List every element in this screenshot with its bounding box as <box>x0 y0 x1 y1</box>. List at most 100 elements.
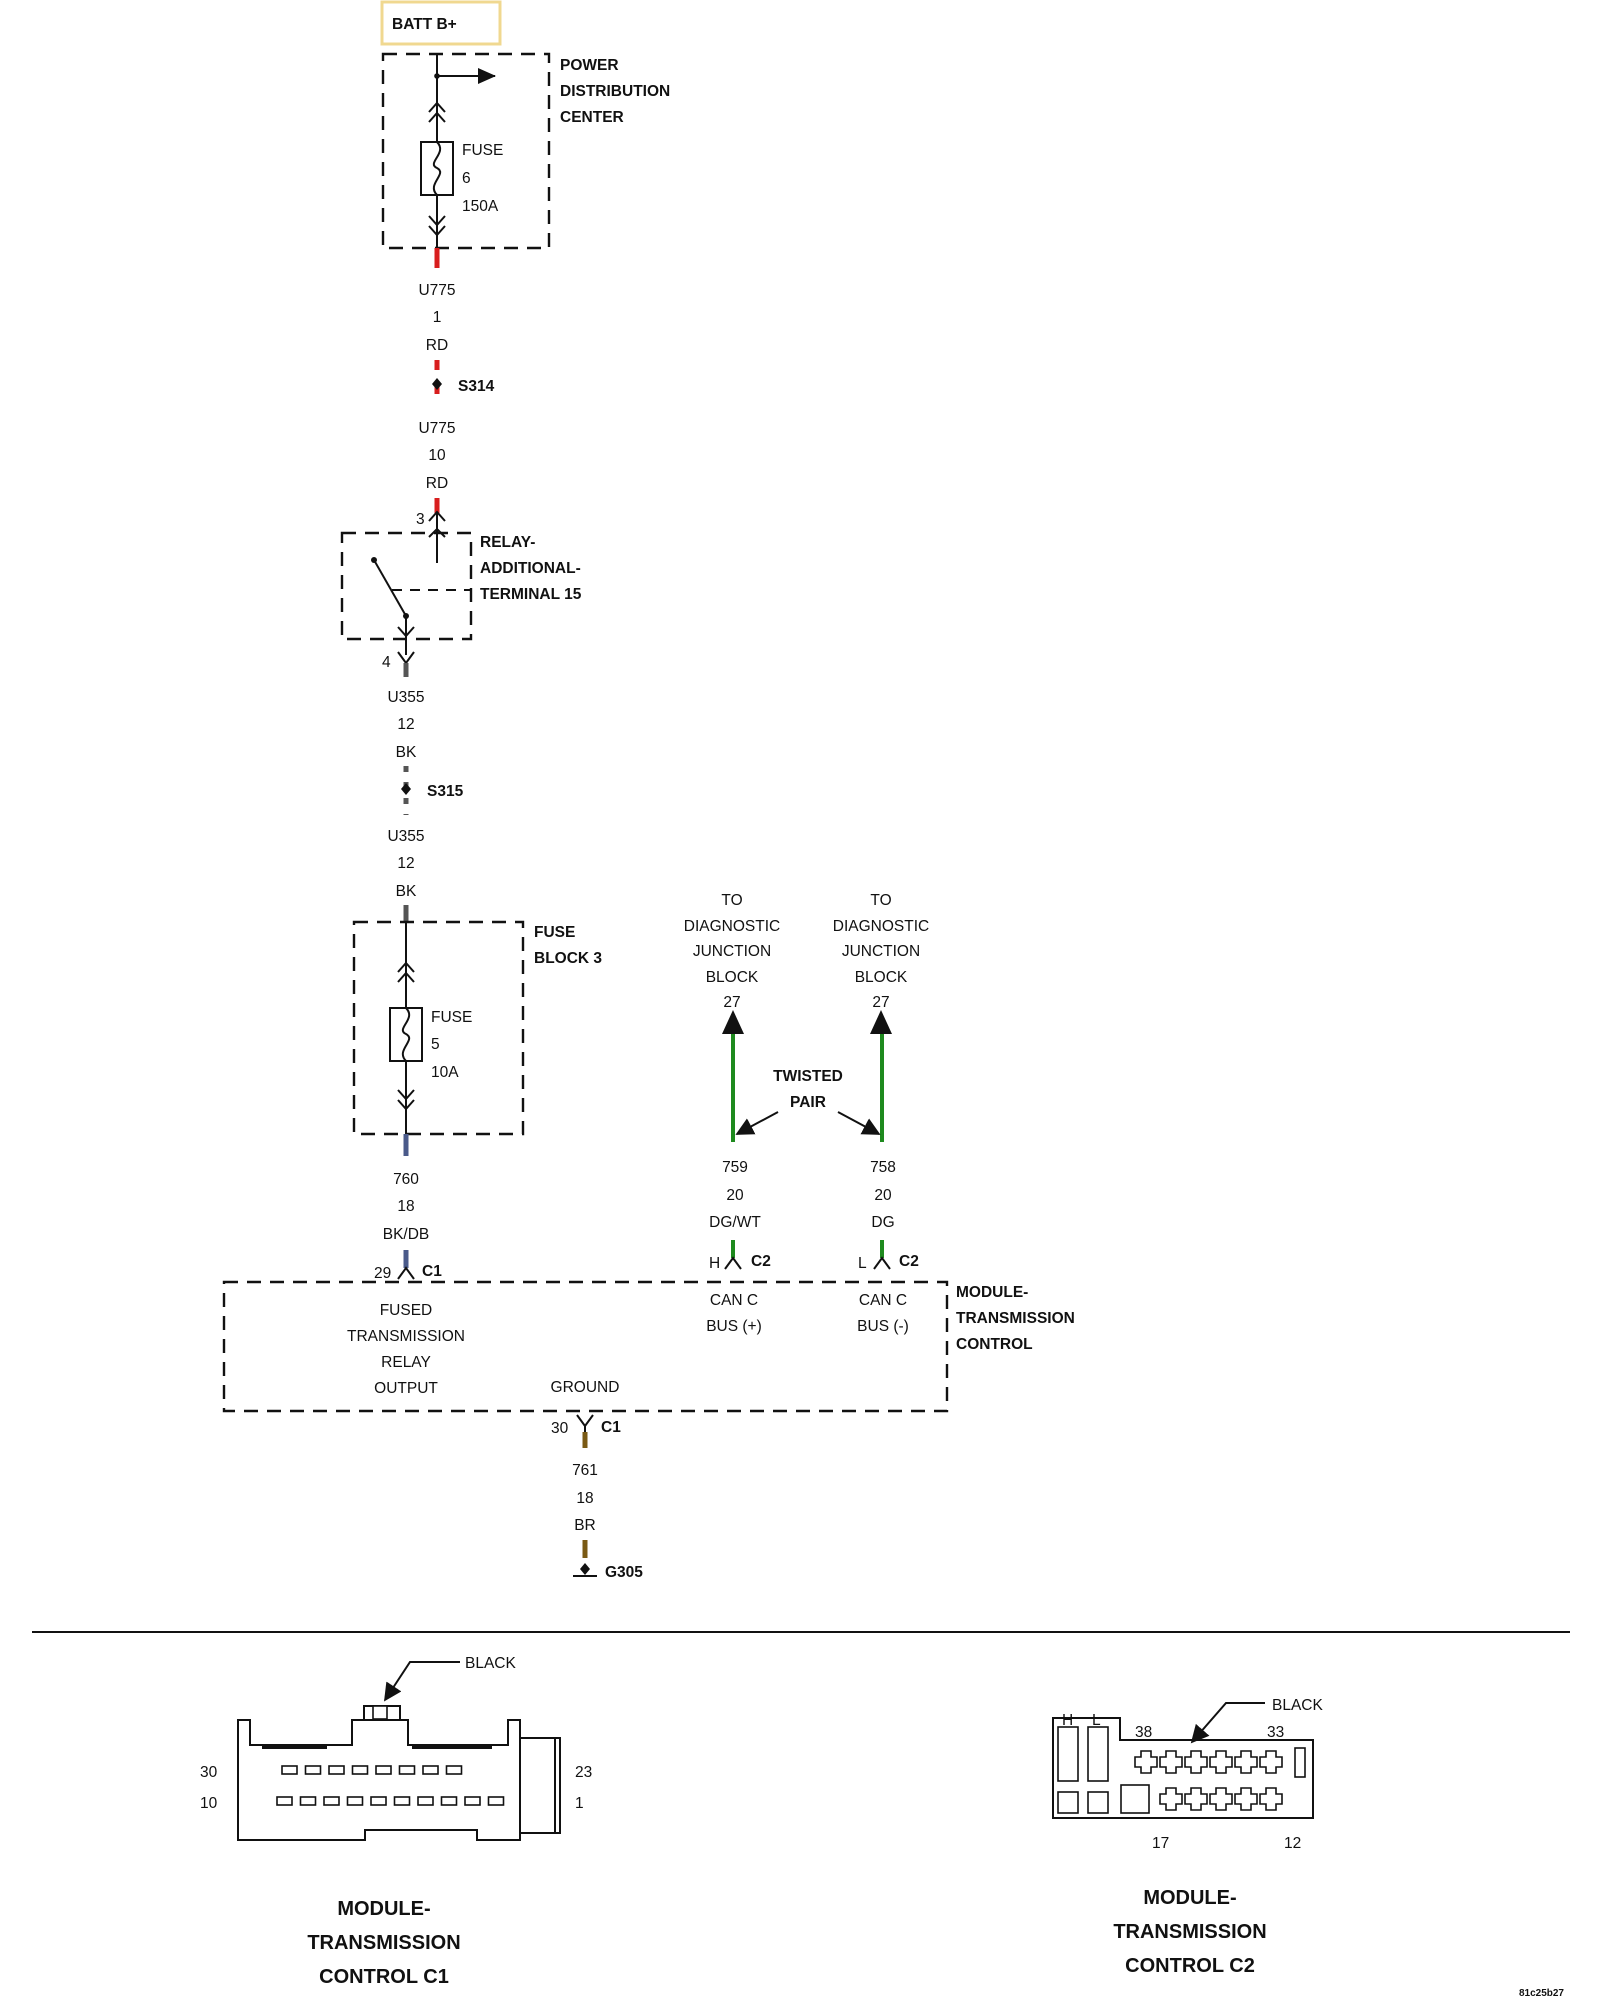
splice-s314: S314 <box>432 378 495 395</box>
svg-text:BUS (+): BUS (+) <box>706 1318 762 1335</box>
svg-text:10A: 10A <box>431 1064 459 1081</box>
pin-cavity <box>487 1796 505 1806</box>
pin-cavity <box>1134 1750 1158 1774</box>
svg-text:U775: U775 <box>418 282 455 299</box>
module-transmission-control: FUSED TRANSMISSION RELAY OUTPUT GROUND C… <box>222 1280 1075 1413</box>
svg-text:JUNCTION: JUNCTION <box>693 943 771 960</box>
svg-text:TERMINAL 15: TERMINAL 15 <box>480 586 582 603</box>
svg-text:DIAGNOSTIC: DIAGNOSTIC <box>684 918 780 935</box>
fuse-6: FUSE 6 150A <box>420 141 503 215</box>
svg-text:17: 17 <box>1152 1835 1169 1852</box>
fuse-5: FUSE 5 10A <box>389 1007 472 1081</box>
connector-chevron-icon <box>428 101 446 123</box>
svg-text:TRANSMISSION: TRANSMISSION <box>307 1932 460 1954</box>
wire-u355-label-a: U355 12 BK <box>387 689 424 761</box>
svg-text:S315: S315 <box>427 783 464 800</box>
svg-text:RD: RD <box>426 475 448 492</box>
svg-text:4: 4 <box>382 654 391 671</box>
document-id: 81c25b27 <box>1519 1988 1564 1999</box>
svg-text:760: 760 <box>393 1171 419 1188</box>
pin-cavity <box>370 1796 387 1806</box>
svg-text:H: H <box>709 1255 720 1272</box>
svg-text:H: H <box>1062 1712 1073 1729</box>
svg-text:BUS (-): BUS (-) <box>857 1318 909 1335</box>
ground-g305: G305 <box>573 1563 643 1581</box>
pin-cavity <box>1259 1750 1283 1774</box>
wire-759-label: 759 20 DG/WT <box>709 1159 761 1231</box>
arrow-up-icon <box>870 1010 892 1034</box>
pin-cavity <box>398 1765 416 1775</box>
svg-text:GROUND: GROUND <box>551 1379 620 1396</box>
pin-cavity <box>299 1796 317 1806</box>
wire-u775-label-b: U775 10 RD <box>418 420 455 492</box>
pin-cavity <box>281 1765 298 1775</box>
svg-text:U355: U355 <box>387 689 424 706</box>
svg-text:BATT B+: BATT B+ <box>392 16 457 33</box>
pin-cavity <box>328 1765 345 1775</box>
power-distribution-center: POWER DISTRIBUTION CENTER FUSE 6 150A <box>381 52 670 250</box>
pin-cavity <box>1234 1750 1258 1774</box>
pin-cavity <box>351 1765 369 1775</box>
pin-cavity <box>393 1796 411 1806</box>
svg-text:12: 12 <box>397 716 414 733</box>
pdc-label-line3: CENTER <box>560 109 624 126</box>
twisted-pair-callout: TWISTED PAIR <box>735 1068 881 1135</box>
svg-text:FUSED: FUSED <box>380 1302 433 1319</box>
svg-text:BK/DB: BK/DB <box>383 1226 430 1243</box>
svg-text:JUNCTION: JUNCTION <box>842 943 920 960</box>
svg-text:FUSE: FUSE <box>431 1009 472 1026</box>
pin-cavity <box>375 1765 392 1775</box>
svg-text:MODULE-: MODULE- <box>956 1284 1028 1301</box>
svg-text:S314: S314 <box>458 378 495 395</box>
fuse-element-icon <box>432 141 442 196</box>
pin-cavity <box>276 1796 293 1806</box>
svg-text:ADDITIONAL-: ADDITIONAL- <box>480 560 581 577</box>
pin-cavity <box>1159 1750 1183 1774</box>
svg-text:1: 1 <box>575 1795 584 1812</box>
arrow-up-icon <box>722 1010 744 1034</box>
svg-text:DG: DG <box>871 1214 894 1231</box>
svg-text:20: 20 <box>726 1187 744 1204</box>
svg-text:759: 759 <box>722 1159 748 1176</box>
pin-cavity <box>422 1765 439 1775</box>
connector-chevron-icon <box>873 1256 891 1270</box>
pin-cavity <box>440 1796 458 1806</box>
pin-cavity <box>1209 1750 1233 1774</box>
wire-758-label: 758 20 DG <box>870 1159 896 1231</box>
svg-text:U775: U775 <box>418 420 455 437</box>
svg-text:18: 18 <box>576 1490 593 1507</box>
splice-s315: S315 <box>401 783 464 800</box>
svg-text:L: L <box>1092 1712 1101 1729</box>
svg-text:18: 18 <box>397 1198 414 1215</box>
svg-text:L: L <box>858 1255 867 1272</box>
c2-bottom-pin-row <box>1159 1787 1283 1811</box>
diagnostic-junction-right: TO DIAGNOSTIC JUNCTION BLOCK 27 <box>833 892 929 1034</box>
svg-text:BR: BR <box>574 1517 596 1534</box>
svg-text:27: 27 <box>872 994 889 1011</box>
pin-cavity <box>1259 1787 1283 1811</box>
c2-color-callout <box>1190 1702 1265 1744</box>
pin-cavity <box>1184 1750 1208 1774</box>
svg-text:33: 33 <box>1267 1724 1284 1741</box>
svg-text:10: 10 <box>200 1795 218 1812</box>
svg-text:30: 30 <box>200 1764 218 1781</box>
svg-text:BLOCK: BLOCK <box>855 969 908 986</box>
svg-text:BK: BK <box>396 883 417 900</box>
svg-text:TRANSMISSION: TRANSMISSION <box>347 1328 465 1345</box>
svg-text:C2: C2 <box>899 1253 919 1270</box>
connector-c1-view: 30 10 23 1 BLACK MODULE- TRANSMISSION CO… <box>200 1655 592 1988</box>
pin-cavity <box>1209 1787 1233 1811</box>
svg-text:30: 30 <box>551 1420 569 1437</box>
svg-text:5: 5 <box>431 1036 440 1053</box>
svg-text:BLACK: BLACK <box>465 1655 516 1672</box>
batt-b-plus-label: BATT B+ <box>380 0 502 46</box>
svg-text:BLACK: BLACK <box>1272 1697 1323 1714</box>
svg-text:C2: C2 <box>751 1253 771 1270</box>
svg-text:DIAGNOSTIC: DIAGNOSTIC <box>833 918 929 935</box>
svg-text:FUSE: FUSE <box>462 142 503 159</box>
svg-text:DG/WT: DG/WT <box>709 1214 761 1231</box>
pdc-label-line1: POWER <box>560 57 619 74</box>
pin-cavity <box>464 1796 481 1806</box>
svg-text:BLOCK 3: BLOCK 3 <box>534 950 602 967</box>
